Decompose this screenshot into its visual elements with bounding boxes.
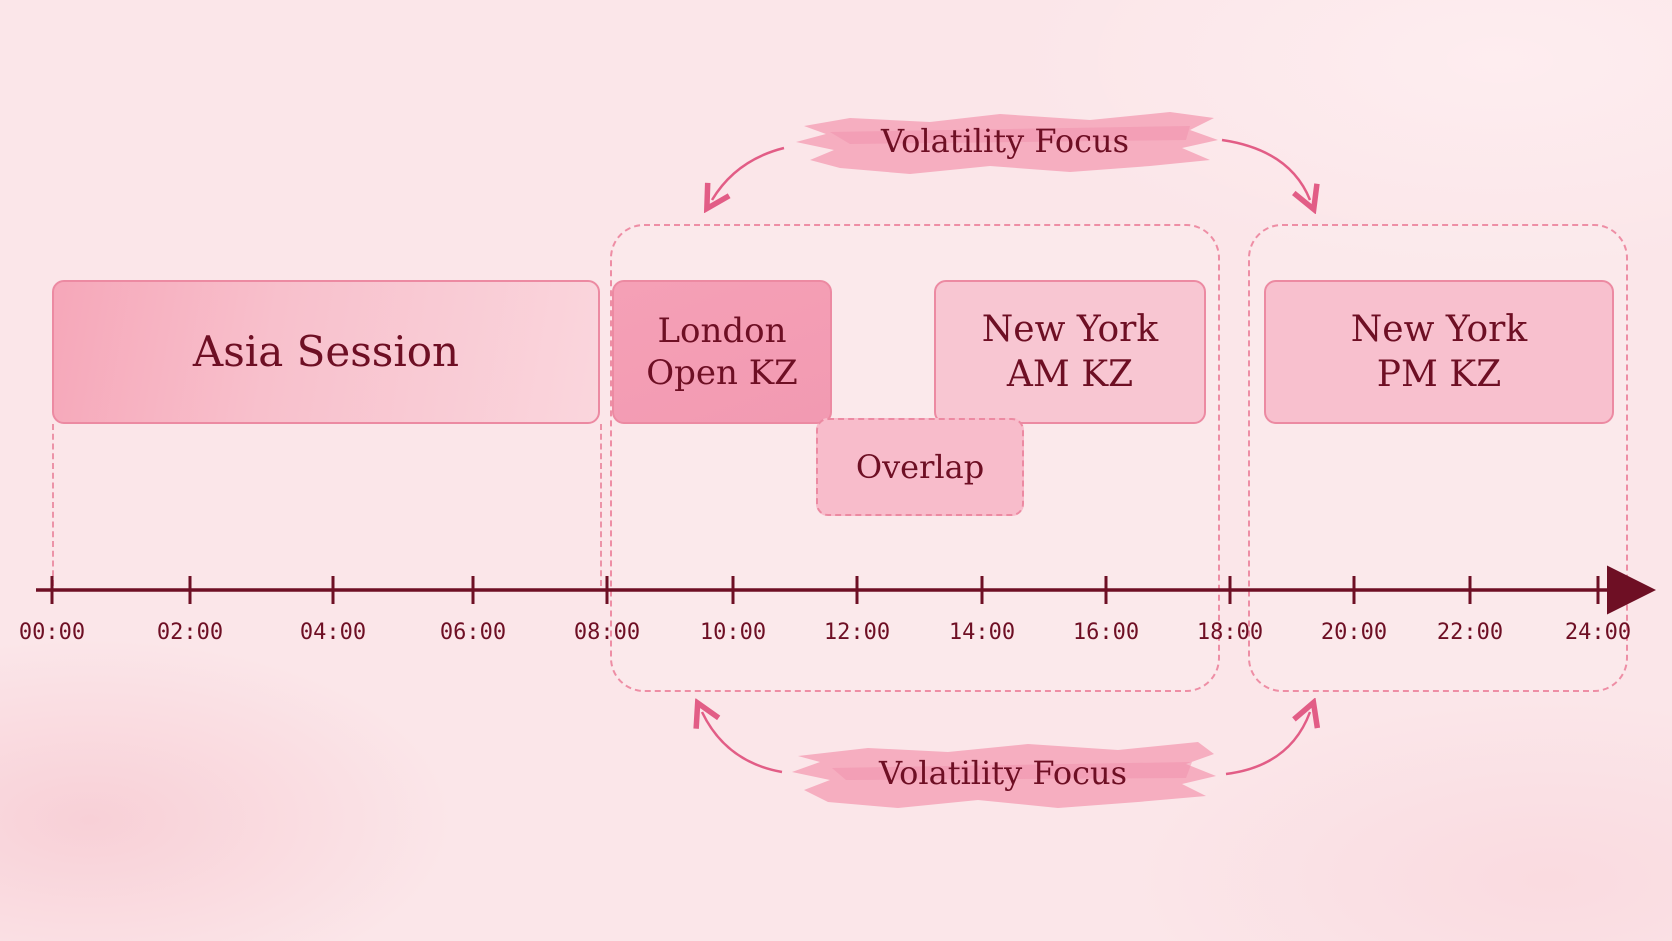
overlap-box: Overlap	[816, 418, 1024, 516]
arrow-bottom-right	[1225, 712, 1310, 776]
arrow-top-right	[1221, 138, 1310, 200]
volatility-focus-top: Volatility Focus	[790, 96, 1220, 186]
asia-session-box: Asia Session	[52, 280, 600, 424]
axis-tick-label: 00:00	[18, 620, 86, 645]
asia-session-label: Asia Session	[192, 326, 460, 376]
axis-tick-label: 16:00	[1072, 620, 1140, 645]
axis-tick-label: 12:00	[823, 620, 891, 645]
london-label-line-1: London	[657, 310, 787, 351]
axis-tick-label: 18:00	[1196, 620, 1264, 645]
volatility-focus-bottom-label: Volatility Focus	[878, 754, 1128, 792]
brush-stroke-bottom	[792, 742, 1216, 808]
arrow-top-left	[712, 146, 785, 200]
nyam-label-line-2: AM KZ	[1006, 354, 1134, 395]
volatility-focus-bottom: Volatility Focus	[788, 728, 1218, 818]
axis-tick-label: 10:00	[699, 620, 767, 645]
axis-tick-label: 04:00	[299, 620, 367, 645]
axis-tick-label: 24:00	[1564, 620, 1632, 645]
overlap-label: Overlap	[855, 448, 985, 486]
axis-tick-label: 22:00	[1436, 620, 1504, 645]
axis-tick-label: 08:00	[573, 620, 641, 645]
nyam-label-line-1: New York	[981, 309, 1159, 350]
axis-tick-label: 20:00	[1320, 620, 1388, 645]
axis-tick-label: 06:00	[439, 620, 507, 645]
arrow-bottom-left	[702, 712, 783, 774]
london-label-line-2: Open KZ	[646, 353, 798, 393]
nypm-label-line-1: New York	[1350, 309, 1528, 350]
asia-start-guide	[52, 424, 54, 586]
asia-end-guide	[600, 424, 602, 586]
new-york-am-kz-box: New York AM KZ	[934, 280, 1206, 424]
london-open-kz-box: London Open KZ	[612, 280, 832, 424]
axis-tick-label: 02:00	[156, 620, 224, 645]
brush-stroke-top	[796, 112, 1218, 174]
nypm-label-line-2: PM KZ	[1376, 354, 1502, 395]
axis-tick-label: 14:00	[948, 620, 1016, 645]
new-york-pm-kz-box: New York PM KZ	[1264, 280, 1614, 424]
axis-ticks	[50, 576, 1600, 604]
volatility-focus-top-label: Volatility Focus	[880, 122, 1130, 160]
